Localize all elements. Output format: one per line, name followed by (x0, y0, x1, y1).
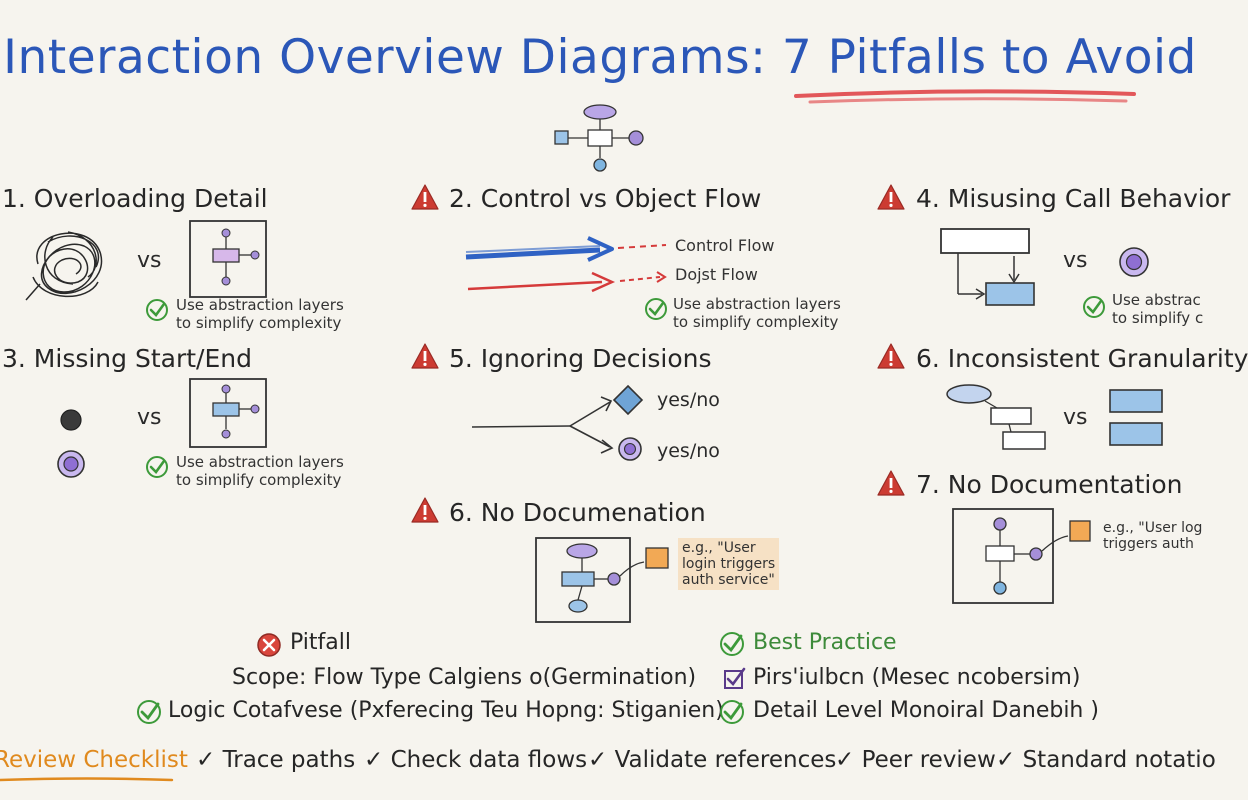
section-1-heading: 1. Overloading Detail (2, 184, 268, 213)
tip-line: to simplify c (1112, 309, 1204, 327)
note-line: e.g., "User log (1103, 520, 1203, 536)
section-4-tip: Use abstrac to simplify c (1112, 291, 1203, 327)
call-behavior-node-icon (1119, 247, 1149, 277)
documented-diagram (952, 508, 1091, 604)
section-2-heading: 2. Control vs Object Flow (449, 184, 762, 213)
tip-line: to simplify complexity (176, 471, 342, 489)
check-icon (645, 298, 667, 320)
section-4-vs: vs (1063, 248, 1088, 273)
check-icon (1083, 296, 1105, 318)
check-icon (146, 299, 168, 321)
page-title: Interaction Overview Diagrams: 7 Pitfall… (3, 30, 1197, 85)
section-6-documentation-heading: 6. No Documenation (449, 498, 706, 527)
undocumented-diagram (535, 537, 669, 623)
decision-branch-label: yes/no (657, 440, 720, 462)
warning-icon (411, 497, 439, 523)
checkbox-icon (724, 667, 746, 689)
start-end-nodes (57, 409, 85, 478)
granularity-consistent-diagram (1109, 389, 1163, 446)
control-flow-label: Control Flow (675, 236, 775, 255)
section-6-granularity-vs: vs (1063, 405, 1088, 430)
warning-icon (877, 343, 905, 369)
tip-line: Use abstraction layers (176, 296, 344, 314)
section-3-tip: Use abstraction layers to simplify compl… (176, 453, 344, 489)
call-behavior-diagram (940, 228, 1035, 306)
control-vs-object-flow-arrows (465, 236, 667, 293)
decision-branch-label: yes/no (657, 389, 720, 411)
check-icon (146, 456, 168, 478)
check-icon (720, 632, 744, 656)
pitfall-x-icon (257, 633, 281, 657)
legend-pitfall: Pitfall (290, 630, 351, 655)
warning-icon (877, 184, 905, 210)
section-1-vs: vs (137, 248, 162, 273)
checklist-item: ✓ Check data flows (364, 747, 588, 773)
section-4-heading: 4. Misusing Call Behavior (916, 184, 1231, 213)
checklist-item: ✓ Standard notatio (996, 747, 1216, 773)
legend-best-practice: Best Practice (753, 630, 897, 655)
header-mini-diagram (554, 104, 644, 172)
title-underline (794, 89, 1136, 104)
note-line: auth service" (682, 572, 775, 588)
decision-branch-diagram (471, 384, 644, 461)
section-3-simple-diagram (189, 378, 267, 448)
section-1-simple-diagram (189, 220, 267, 298)
section-6-granularity-heading: 6. Inconsistent Granularity (916, 344, 1248, 373)
tip-line: Use abstraction layers (176, 453, 344, 471)
section-1-tip: Use abstraction layers to simplify compl… (176, 296, 344, 332)
warning-icon (411, 343, 439, 369)
section-7-heading: 7. No Documentation (916, 470, 1183, 499)
granularity-mixed-diagram (946, 384, 1046, 450)
checklist-item: ✓ Validate references (588, 747, 837, 773)
section-5-heading: 5. Ignoring Decisions (449, 344, 712, 373)
legend-row-2-left: Logic Cotafvese (Pxferecing Teu Hopng: S… (168, 698, 724, 723)
documentation-note: e.g., "User log triggers auth (1103, 520, 1203, 552)
section-3-vs: vs (137, 405, 162, 430)
checklist-item: ✓ Peer review (835, 747, 996, 773)
warning-icon (411, 184, 439, 210)
tip-line: to simplify complexity (176, 314, 342, 332)
checklist-underline (0, 777, 174, 782)
warning-icon (877, 470, 905, 496)
checklist-item: ✓ Trace paths (196, 747, 356, 773)
legend-row-1-right: Pirs'iulbcn (Mesec ncobersim) (753, 665, 1081, 690)
note-line: e.g., "User (682, 540, 756, 556)
section-2-tip: Use abstraction layers to simplify compl… (673, 295, 841, 331)
checklist-label: Review Checklist (0, 747, 188, 773)
section-3-heading: 3. Missing Start/End (2, 344, 252, 373)
tip-line: to simplify complexity (673, 313, 839, 331)
check-icon (720, 700, 744, 724)
tip-line: Use abstraction layers (673, 295, 841, 313)
note-line: triggers auth (1103, 536, 1194, 552)
legend-row-2-right: Detail Level Monoiral Danebih ) (753, 698, 1099, 723)
note-line: login triggers (682, 556, 776, 572)
legend-row-1-left: Scope: Flow Type Calgiens o(Germination) (232, 665, 697, 690)
tangled-scribble-icon (25, 231, 103, 301)
tip-line: Use abstrac (1112, 291, 1201, 309)
check-icon (137, 700, 161, 724)
object-flow-label: Dojst Flow (675, 265, 758, 284)
documentation-note: e.g., "User login triggers auth service" (678, 538, 780, 590)
